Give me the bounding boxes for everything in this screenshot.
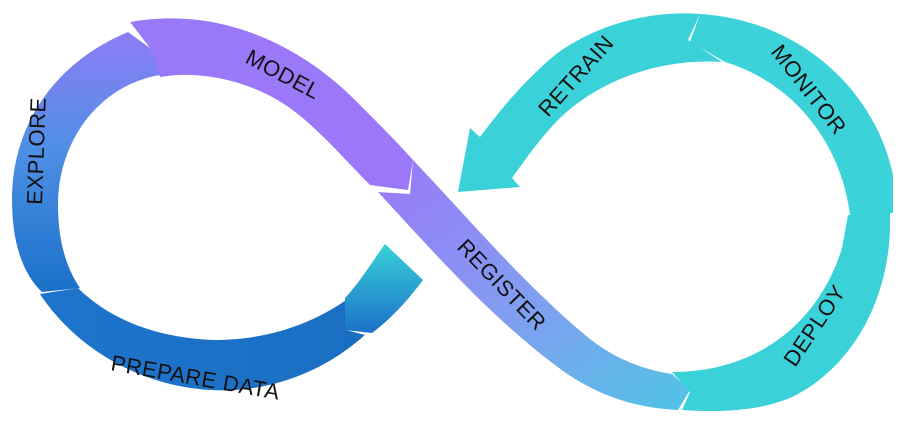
deploy-segment [672,212,891,412]
explore-segment [12,32,160,292]
prepare-data-segment [40,288,365,391]
stub-arrow-segment [345,244,423,333]
monitor-segment [690,14,893,215]
retrain-segment [458,13,722,192]
register-segment [378,160,690,410]
model-segment [130,18,413,191]
explore-label: EXPLORE [22,97,51,205]
